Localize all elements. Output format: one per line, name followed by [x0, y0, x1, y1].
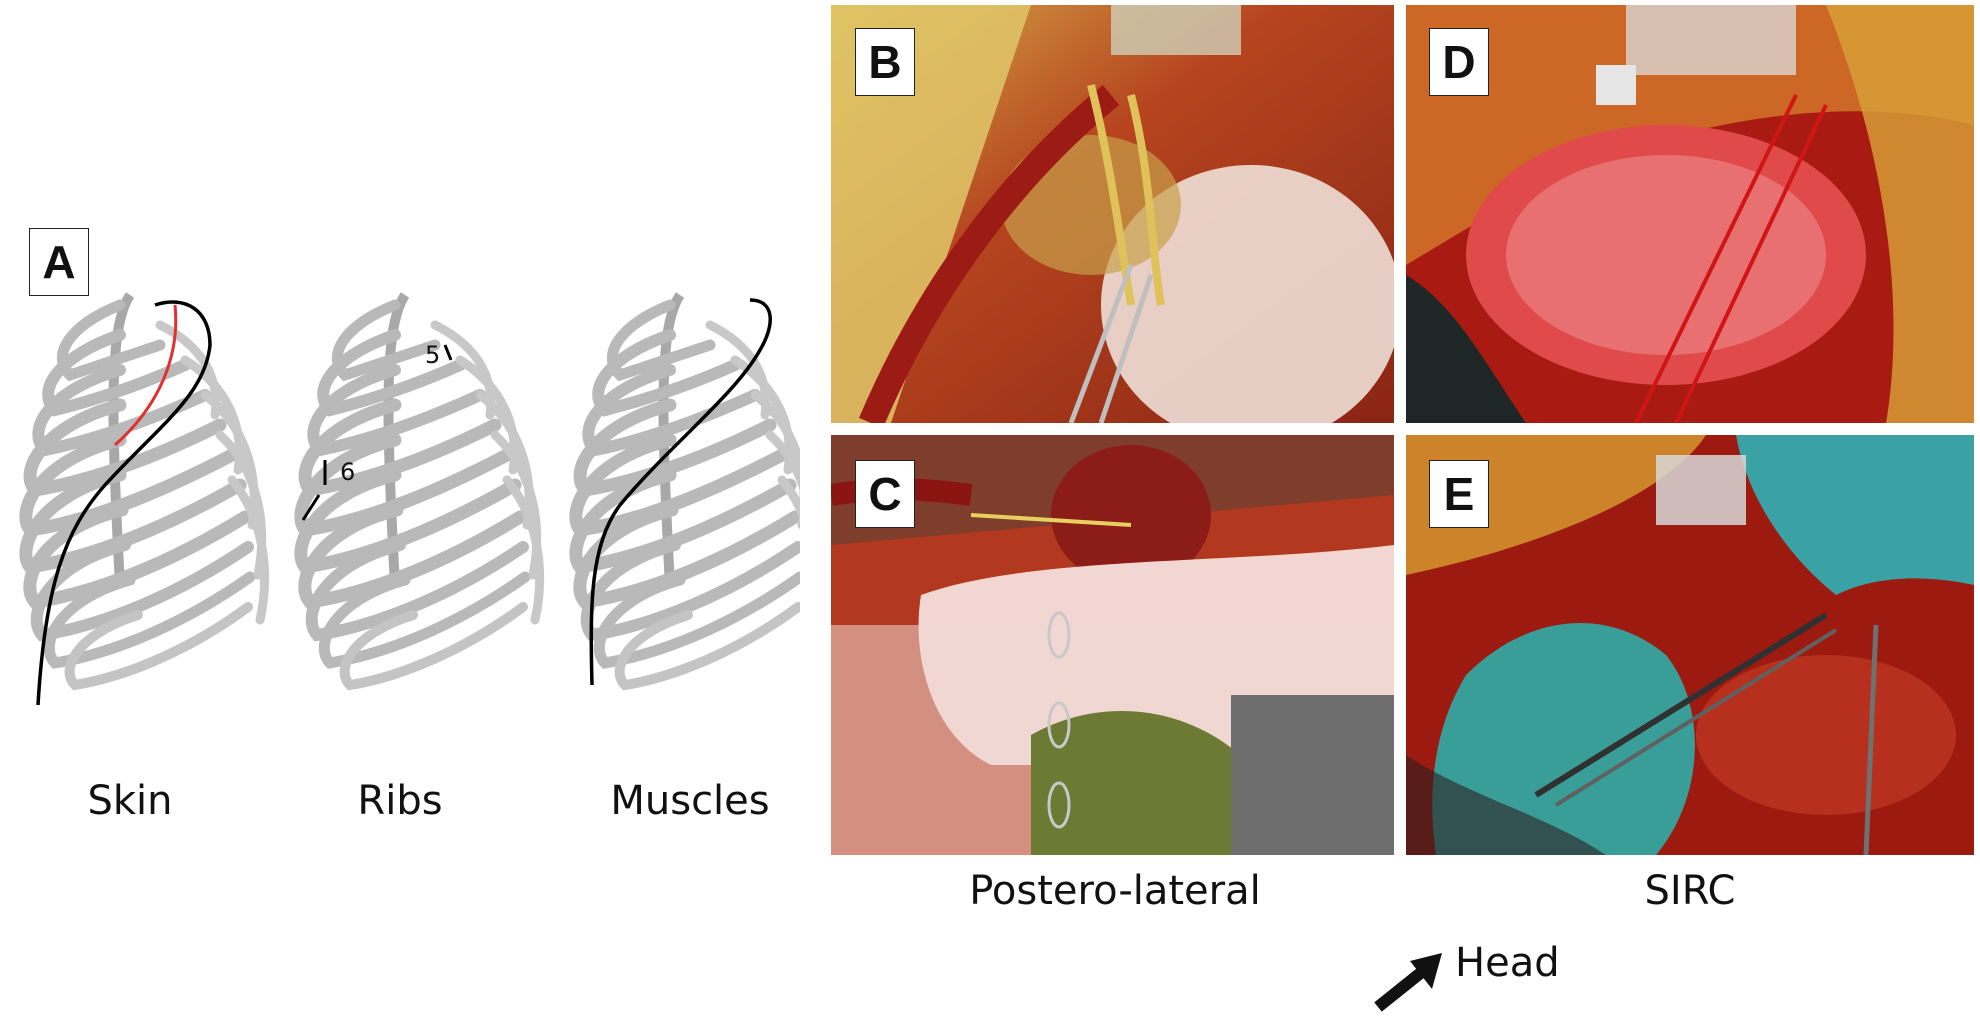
panel-d-letter: D: [1429, 28, 1489, 96]
panel-e-letter: E: [1429, 460, 1489, 528]
rib-label-6: 6: [340, 458, 355, 486]
arrow-up-right-icon: [1374, 953, 1442, 1012]
rib-mark-6b: [301, 494, 321, 521]
caption-sirc: SIRC: [1644, 868, 1736, 914]
rib-mark-5: [443, 344, 453, 361]
incision-red-line: [114, 304, 178, 447]
photo-e: [1406, 435, 1974, 855]
orientation-label: Head: [1455, 940, 1560, 986]
ribcage-ribs: 5 6: [301, 295, 540, 685]
caption-postero-lateral: Postero-lateral: [969, 868, 1261, 914]
ribcage-muscles: [576, 295, 800, 685]
photo-d: [1406, 5, 1974, 423]
panel-b-letter: B: [855, 28, 915, 96]
incision-muscle-line: [589, 298, 772, 686]
ribcage-skin: [26, 295, 265, 706]
rib-cage-diagrams: 5 6: [0, 285, 800, 706]
caption-ribs: Ribs: [357, 778, 443, 824]
photo-b: [831, 5, 1394, 423]
photo-c: [831, 435, 1394, 855]
rib-label-5: 5: [425, 341, 440, 369]
incision-black-line: [36, 300, 212, 706]
caption-muscles: Muscles: [610, 778, 770, 824]
caption-skin: Skin: [87, 778, 173, 824]
panel-a-letter: A: [29, 228, 89, 296]
panel-c-letter: C: [855, 460, 915, 528]
